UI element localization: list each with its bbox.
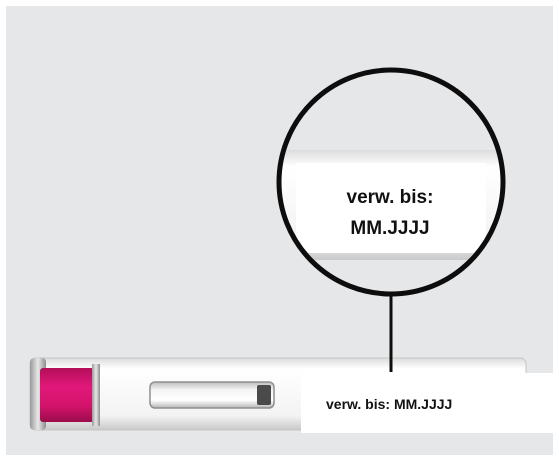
pen-label-patch: [301, 373, 553, 433]
pen-device: verw. bis: MM.JJJJ: [29, 357, 553, 433]
pen-cap-collar: [92, 364, 100, 426]
magnified-expiry-line1: verw. bis:: [347, 187, 434, 208]
magnifier: verw. bis: MM.JJJJ: [276, 67, 506, 297]
magnified-label-patch: [296, 163, 486, 253]
pen-inspection-window: [149, 381, 275, 409]
pen-expiry-label: verw. bis: MM.JJJJ: [326, 396, 452, 412]
pen-cap: [40, 368, 94, 422]
magnifier-ring: [276, 67, 506, 297]
pen-window-plunger: [257, 385, 271, 405]
magnified-expiry-line2: MM.JJJJ: [350, 218, 429, 239]
